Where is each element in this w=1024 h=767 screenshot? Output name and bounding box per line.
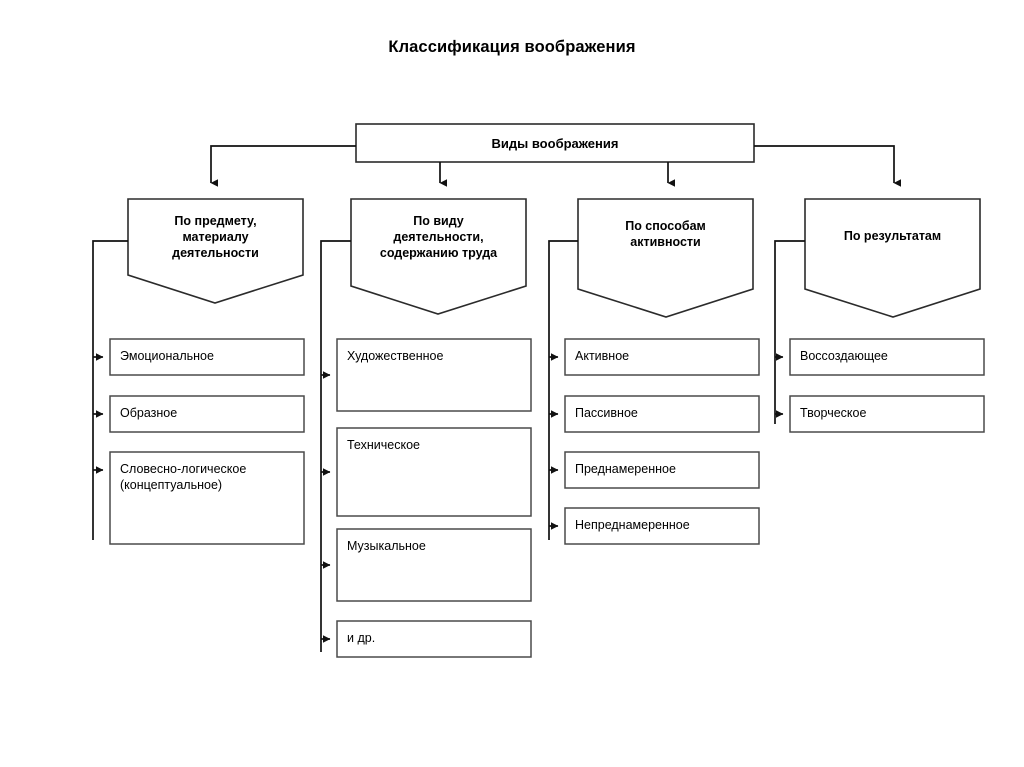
leaf-label-verbal-logical: Словесно-логическое (концептуальное) bbox=[120, 462, 247, 492]
leaf-label-musical: Музыкальное bbox=[347, 539, 426, 553]
category-label-results: По результатам bbox=[843, 229, 942, 243]
leaf-box-verbal-logical bbox=[109, 451, 305, 545]
leaf-label-artistic: Художественное bbox=[347, 349, 444, 363]
leaf-label-other: и др. bbox=[347, 631, 376, 645]
leaf-box-musical bbox=[336, 528, 532, 602]
leaf-label-recreating: Воссоздающее bbox=[800, 349, 888, 363]
leaf-box-active bbox=[564, 338, 760, 376]
leaf-label-unintentional: Непреднамеренное bbox=[575, 518, 690, 532]
category-shape-3 bbox=[577, 198, 754, 318]
leaf-box-intentional bbox=[564, 451, 760, 489]
leaf-box-unintentional bbox=[564, 507, 760, 545]
leaf-label-emotional: Эмоциональное bbox=[120, 349, 214, 363]
leaf-label-active: Активное bbox=[575, 349, 630, 363]
category-label-subject-material: По предмету, материалу деятельности bbox=[172, 214, 259, 260]
root-node-label: Виды воображения bbox=[491, 135, 619, 151]
leaf-label-intentional: Преднамеренное bbox=[575, 462, 676, 476]
leaf-box-recreating bbox=[789, 338, 985, 376]
leaf-box-technical bbox=[336, 427, 532, 517]
category-shape-1 bbox=[127, 198, 304, 304]
leaf-label-technical: Техническое bbox=[347, 438, 420, 452]
leaf-box-other bbox=[336, 620, 532, 658]
leaf-box-figurative bbox=[109, 395, 305, 433]
page-title: Классификация воображения bbox=[388, 38, 636, 56]
category-shape-4 bbox=[804, 198, 981, 318]
category-shape-2 bbox=[350, 198, 527, 315]
category-label-activity-type: По виду деятельности, содержанию труда bbox=[379, 214, 498, 260]
leaf-box-creative bbox=[789, 395, 985, 433]
leaf-box-passive bbox=[564, 395, 760, 433]
root-box bbox=[355, 123, 755, 163]
leaf-box-artistic bbox=[336, 338, 532, 412]
leaf-label-figurative: Образное bbox=[120, 406, 178, 420]
leaf-label-passive: Пассивное bbox=[575, 406, 638, 420]
leaf-label-creative: Творческое bbox=[800, 406, 867, 420]
category-label-activity-modes: По способам активности bbox=[625, 219, 706, 249]
leaf-box-emotional bbox=[109, 338, 305, 376]
